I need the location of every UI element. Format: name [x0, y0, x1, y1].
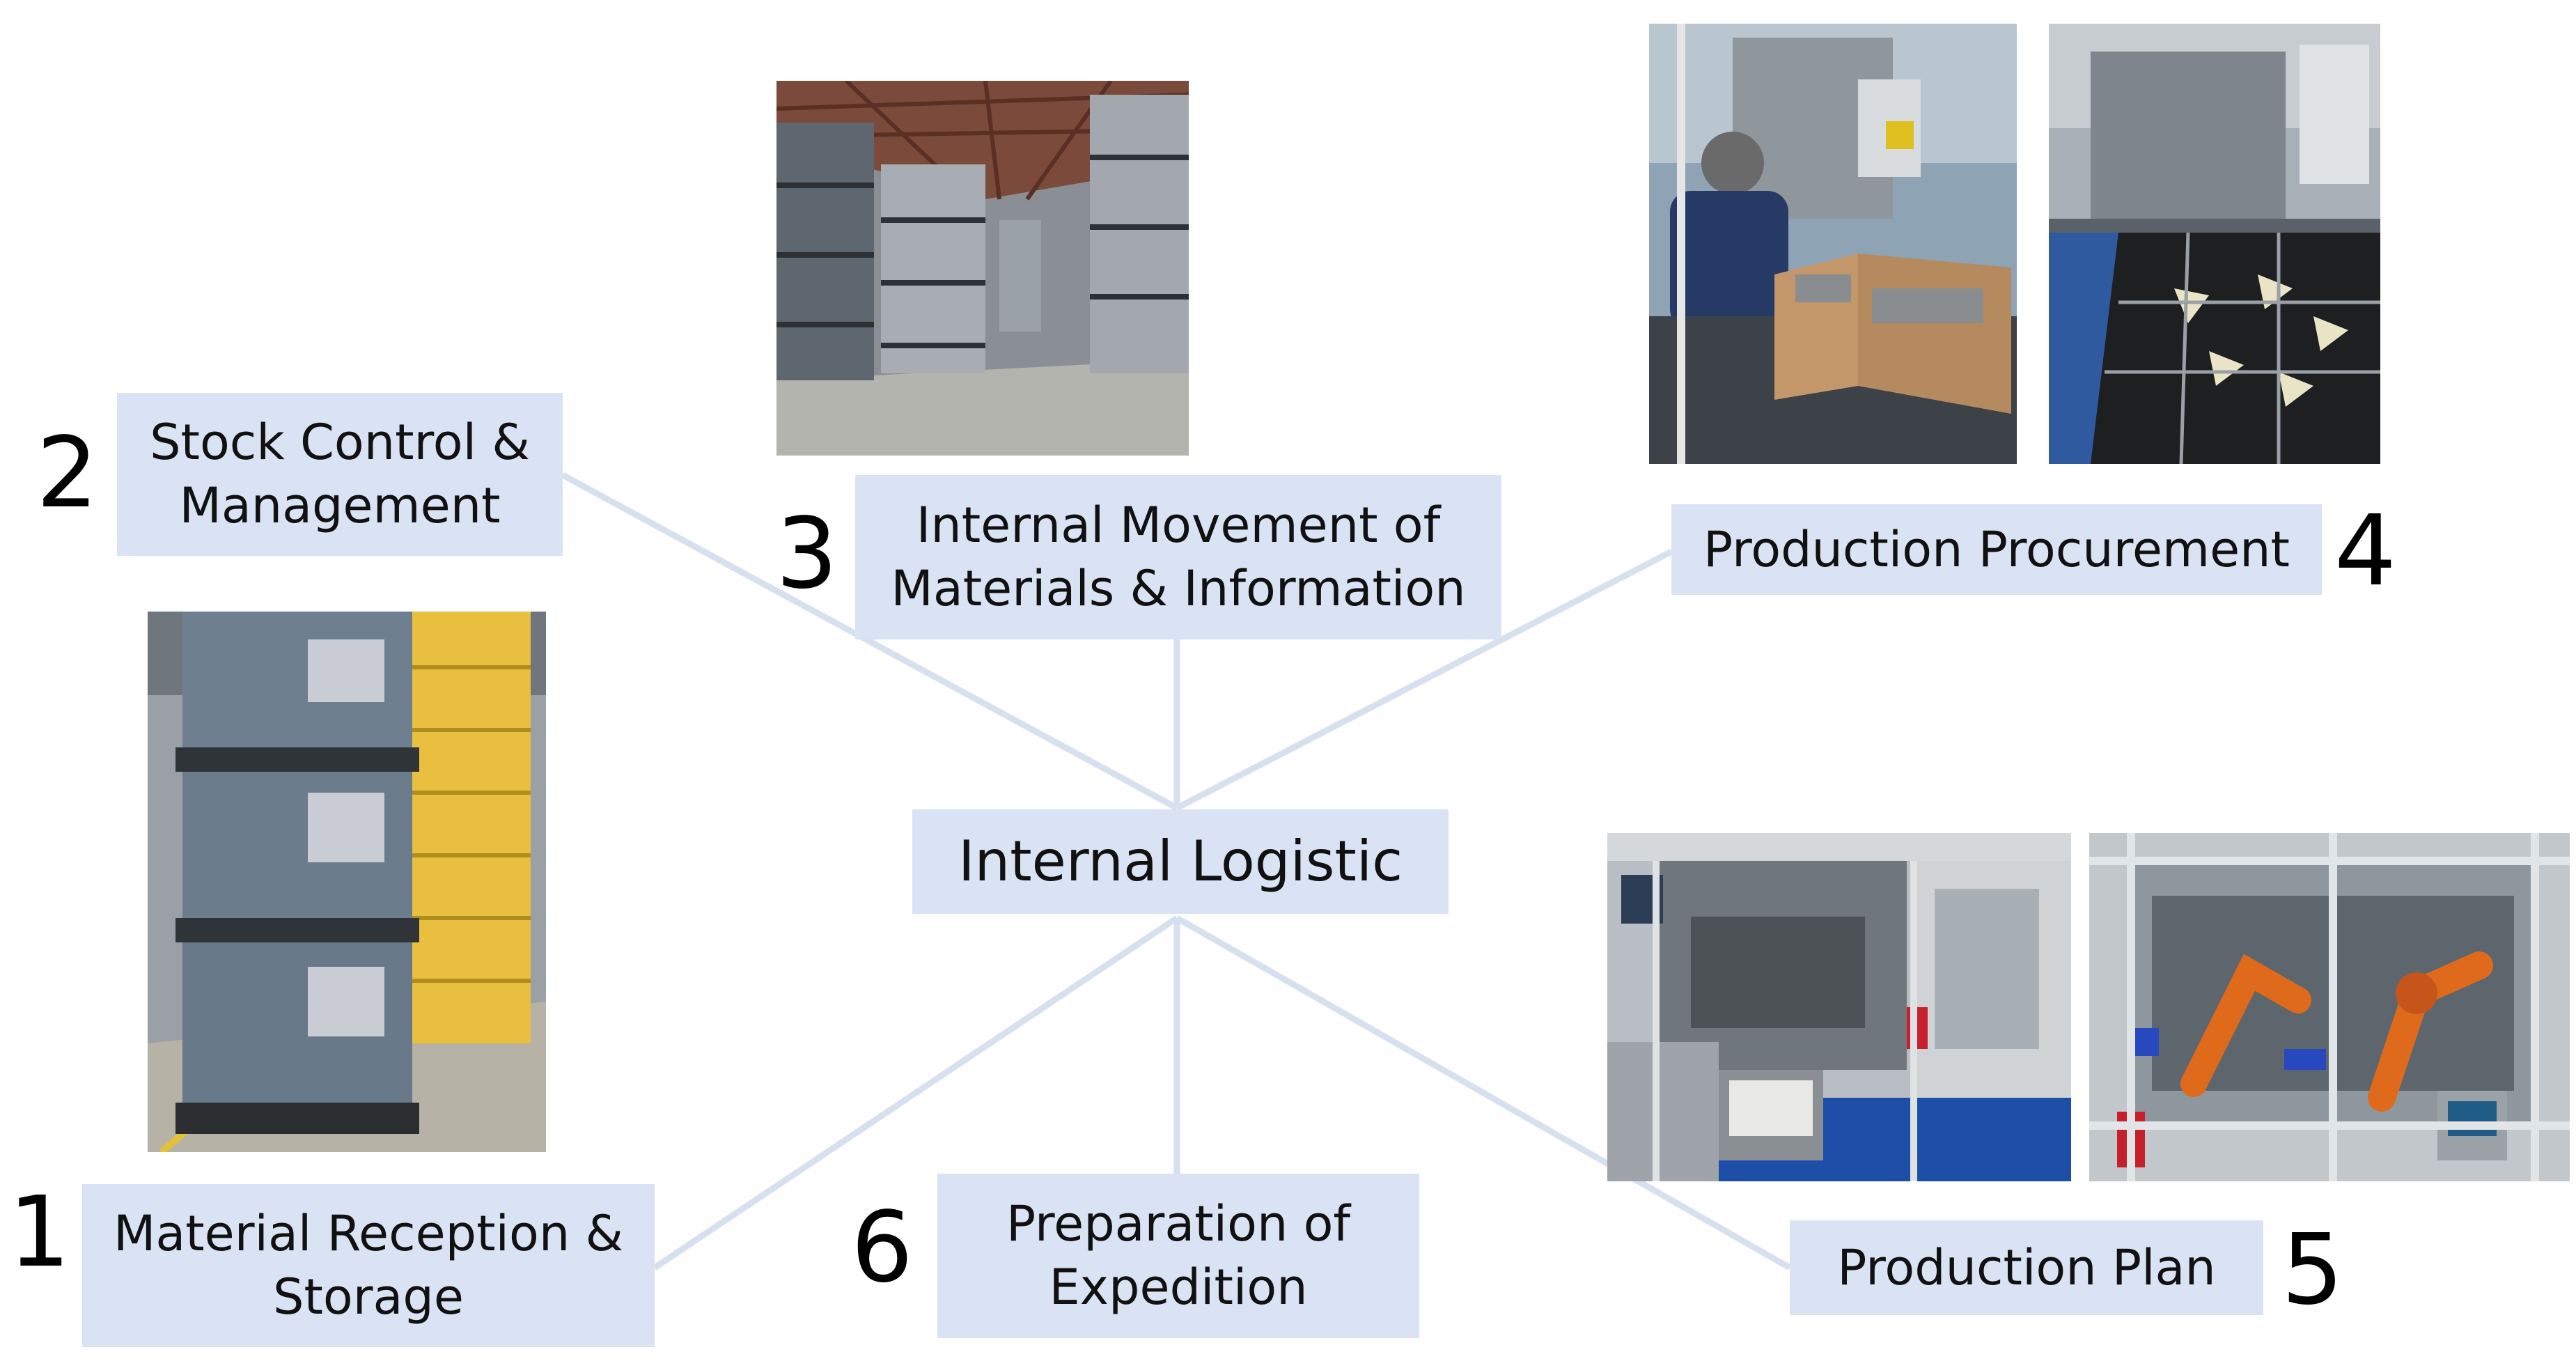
node-6-number: 6 — [851, 1191, 914, 1305]
photo-robot-cell — [2089, 833, 2570, 1181]
node-1-number: 1 — [8, 1176, 71, 1289]
node-material-reception-storage: Material Reception & Storage — [82, 1184, 655, 1347]
node-5-number: 5 — [2281, 1213, 2344, 1327]
connector-line-1 — [653, 915, 1179, 1270]
node-stock-control-management: Stock Control & Management — [117, 393, 563, 556]
node-1-label-line-1: Material Reception & — [113, 1205, 624, 1262]
node-1-label-line-2: Storage — [273, 1268, 464, 1326]
node-production-procurement: Production Procurement — [1671, 504, 2322, 595]
connector-line-2 — [561, 472, 1179, 811]
node-3-label-line-1: Internal Movement of — [916, 497, 1441, 554]
node-4-label: Production Procurement — [1703, 520, 2290, 578]
node-5-label: Production Plan — [1837, 1238, 2216, 1296]
node-2-label-line-2: Management — [179, 477, 501, 534]
node-4-number: 4 — [2334, 495, 2397, 608]
node-6-label-line-1: Preparation of — [1006, 1195, 1351, 1252]
connector-line-4 — [1175, 549, 1673, 811]
node-3-number: 3 — [776, 497, 838, 611]
node-2-label-line-1: Stock Control & — [150, 414, 530, 471]
photo-operator-station — [1649, 24, 2017, 464]
photo-warehouse-aisle — [776, 81, 1189, 456]
node-6-label-line-2: Expedition — [1049, 1259, 1308, 1316]
photo-automated-cell — [1607, 833, 2071, 1181]
node-3-label-line-2: Materials & Information — [891, 560, 1466, 617]
photo-pallet-boxes — [148, 612, 546, 1152]
node-preparation-of-expedition: Preparation of Expedition — [937, 1174, 1419, 1338]
node-2-number: 2 — [36, 417, 99, 530]
center-node-internal-logistic: Internal Logistic — [912, 809, 1449, 914]
center-node-label: Internal Logistic — [958, 829, 1403, 894]
photo-assembly-machine — [2049, 24, 2380, 464]
connector-line-5 — [1175, 915, 1792, 1270]
node-production-plan: Production Plan — [1790, 1220, 2263, 1315]
node-internal-movement: Internal Movement of Materials & Informa… — [855, 475, 1501, 639]
